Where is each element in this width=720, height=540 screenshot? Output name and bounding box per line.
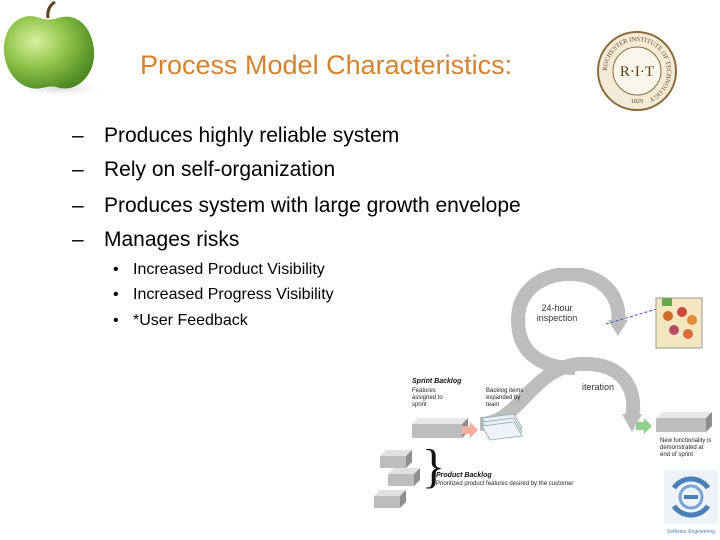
sub-bullet-marker: • [113, 261, 119, 278]
se-logo-text: Software Engineering [667, 529, 715, 535]
software-engineering-logo: Software Engineering [664, 470, 718, 538]
iteration-label: iteration [581, 382, 615, 392]
iteration-arrow-icon [622, 414, 642, 432]
bullet-marker: – [72, 158, 84, 181]
sub-bullet-item: • *User Feedback [113, 312, 248, 330]
inspection-loop [510, 268, 626, 375]
svg-text:}: } [422, 440, 445, 493]
page-title: Process Model Characteristics: [140, 50, 513, 80]
bullet-item: –Produces system with large growth envel… [72, 194, 521, 218]
team-image [655, 297, 703, 349]
sub-bullet-text: Increased Product Visibility [133, 261, 325, 278]
increment-box [656, 412, 712, 432]
bullet-item: –Rely on self-organization [72, 158, 335, 182]
sub-bullet-marker: • [113, 312, 119, 329]
scrum-diagram: } [374, 268, 712, 508]
bullet-text: Rely on self-organization [104, 158, 336, 181]
bullet-text: Produces highly reliable system [104, 124, 400, 147]
rit-logo-text: R·I·T [620, 64, 654, 80]
bullet-item: –Manages risks [72, 228, 239, 252]
sprint-backlog-desc: Features assigned to sprint [412, 388, 443, 408]
iteration-loop [479, 356, 641, 431]
backlog-items-stack [481, 413, 523, 441]
sprint-backlog-box [412, 418, 468, 438]
bullet-marker: – [72, 228, 84, 251]
sub-bullet-marker: • [113, 286, 119, 303]
apple-image [3, 0, 108, 98]
rit-logo: ROCHESTER INSTITUTE OF TECHNOLOGY R·I·T … [596, 30, 678, 112]
bullet-marker: – [72, 194, 84, 217]
bullet-text: Produces system with large growth envelo… [104, 194, 521, 217]
sub-bullet-text: *User Feedback [133, 312, 248, 329]
sprint-backlog-title: Sprint Backlog [412, 378, 462, 385]
inspection-label: 24-hour inspection [536, 303, 578, 323]
inspection-arrow-icon [608, 320, 628, 336]
sub-bullet-item: • Increased Progress Visibility [113, 286, 334, 304]
bullet-item: –Produces highly reliable system [72, 124, 399, 148]
sub-bullet-item: • Increased Product Visibility [113, 261, 325, 279]
rit-seal-icon: ROCHESTER INSTITUTE OF TECHNOLOGY R·I·T … [597, 31, 677, 111]
increment-desc: New functionality is demonstrated at end… [660, 438, 712, 458]
bullet-text: Manages risks [104, 228, 240, 251]
rit-logo-year: 1829 [631, 99, 643, 105]
se-logo-icon [664, 470, 718, 524]
product-backlog-stack [374, 450, 420, 508]
product-backlog-desc: Prioritized product features desired by … [436, 481, 574, 487]
product-backlog-title: Product Backlog [436, 472, 492, 479]
backlog-items-desc: Backlog items expanded by team [486, 388, 524, 408]
sub-bullet-text: Increased Progress Visibility [133, 286, 334, 303]
bullet-marker: – [72, 124, 84, 147]
